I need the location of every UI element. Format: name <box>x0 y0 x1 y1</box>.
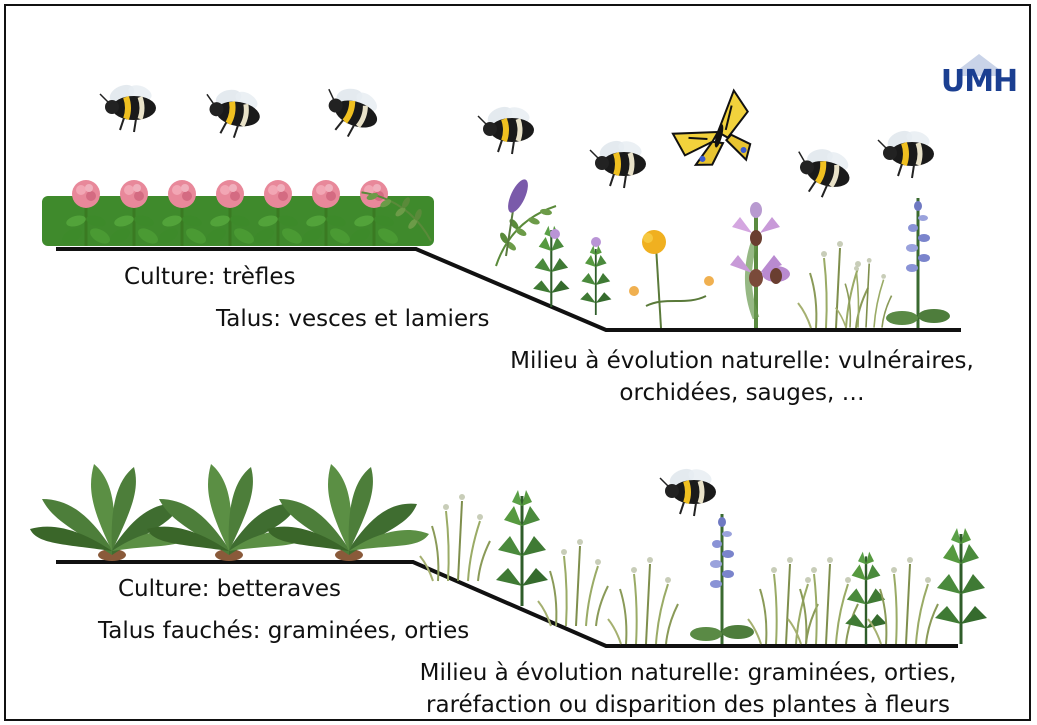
bumblebee-icon <box>316 77 386 144</box>
top-milieu-label-line2: orchidées, sauges, … <box>472 378 1012 408</box>
umh-logo: UMH <box>934 50 1024 102</box>
bumblebee-icon <box>100 81 156 132</box>
sugar-beet-crop-row <box>30 464 429 561</box>
bottom-insects <box>660 465 716 516</box>
grass-and-nettle-verge <box>420 490 987 644</box>
bottom-milieu-label-line2: raréfaction ou disparition des plantes à… <box>368 690 1008 720</box>
top-panel-illustration <box>42 77 961 330</box>
clover-crop-row <box>42 180 434 251</box>
bumblebee-icon <box>590 137 646 188</box>
natural-habitat-plants <box>629 198 950 328</box>
bumblebee-icon <box>660 465 716 516</box>
bottom-milieu-label-line1: Milieu à évolution naturelle: graminées,… <box>368 658 1008 688</box>
top-talus-label: Talus: vesces et lamiers <box>216 304 490 334</box>
bumblebee-icon <box>478 103 534 154</box>
bumblebee-icon <box>878 127 934 178</box>
top-milieu-label-line1: Milieu à évolution naturelle: vulnéraire… <box>472 346 1012 376</box>
swallowtail-butterfly-icon <box>666 88 759 176</box>
vetch-and-dead-nettle <box>496 177 611 315</box>
bumblebee-icon <box>789 139 856 203</box>
bottom-talus-label: Talus fauchés: graminées, orties <box>98 616 469 646</box>
bottom-culture-label: Culture: betteraves <box>118 574 341 604</box>
diagram-frame: UMH Culture: trèfles Talus: vesces et la… <box>4 4 1031 721</box>
top-culture-label: Culture: trèfles <box>124 262 296 292</box>
logo-text: UMH <box>934 64 1024 99</box>
bumblebee-icon <box>200 82 264 142</box>
